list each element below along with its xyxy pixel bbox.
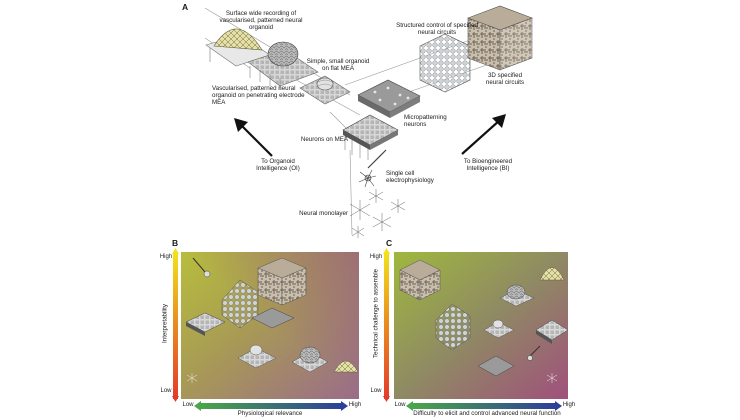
panel-b-y-high: High [159, 254, 173, 260]
3d-circuit-cube-illustration [467, 5, 533, 71]
panel-c-items [399, 259, 569, 383]
label-simple-organoid: Simple, small organoid on flat MEA [306, 58, 370, 72]
panel-b-items [185, 257, 359, 383]
panel-b-x-high: High [348, 402, 362, 408]
panel-b-letter: B [172, 238, 179, 248]
panel-c-y-high: High [369, 254, 383, 260]
panel-c-x-axis-label: Difficulty to elicit and control advance… [413, 410, 561, 417]
panel-c-y-low: Low [370, 388, 382, 394]
label-neural-monolayer: Neural monolayer [299, 210, 348, 217]
panel-c-x-high: High [562, 402, 576, 408]
neurons-on-mea-illustration [342, 114, 399, 160]
panel-b-y-axis-label: Interpretability [161, 304, 169, 343]
neural-monolayer-illustration [349, 189, 406, 238]
label-single-cell: Single cell electrophysiology [386, 170, 434, 184]
label-to-bi: To Bioengineered Intelligence (BI) [463, 158, 513, 172]
panel-b-x-axis-label: Physiological relevance [237, 410, 303, 417]
panel-c-y-axis-label: Technical challenge to assemble [372, 268, 380, 359]
panel-a-letter: A [182, 2, 189, 12]
flat-mea-organoid-illustration [299, 75, 351, 105]
micropatterning-illustration [357, 79, 421, 118]
label-surface-wide: Surface wide recording of vascularised, … [219, 10, 303, 31]
penetrating-mea-illustration [247, 41, 319, 90]
arrow-to-oi [234, 118, 273, 157]
panel-c-letter: C [386, 238, 393, 248]
single-cell-illustration [358, 149, 387, 188]
panel-b-x-gradient [200, 403, 342, 409]
panel-b-y-low: Low [160, 388, 172, 394]
label-to-oi: To Organoid Intelligence (OI) [256, 158, 300, 172]
arrow-to-bi [461, 114, 506, 155]
panel-b-y-gradient [173, 252, 178, 399]
label-structured-control: Structured control of specified neural c… [396, 22, 478, 36]
label-3d-specified: 3D specified neural circuits [485, 72, 525, 86]
structured-control-illustration [419, 33, 471, 93]
panel-c-x-low: Low [394, 402, 406, 408]
panel-c-y-gradient [384, 252, 389, 399]
label-vascularised: Vascularised, patterned neural organoid … [212, 85, 305, 106]
label-neurons-on-mea: Neurons on MEA [300, 136, 348, 143]
label-micropatterning: Micropatterning neurons [404, 114, 447, 128]
panel-c-x-gradient [412, 403, 556, 409]
panel-b-x-low: Low [182, 402, 194, 408]
